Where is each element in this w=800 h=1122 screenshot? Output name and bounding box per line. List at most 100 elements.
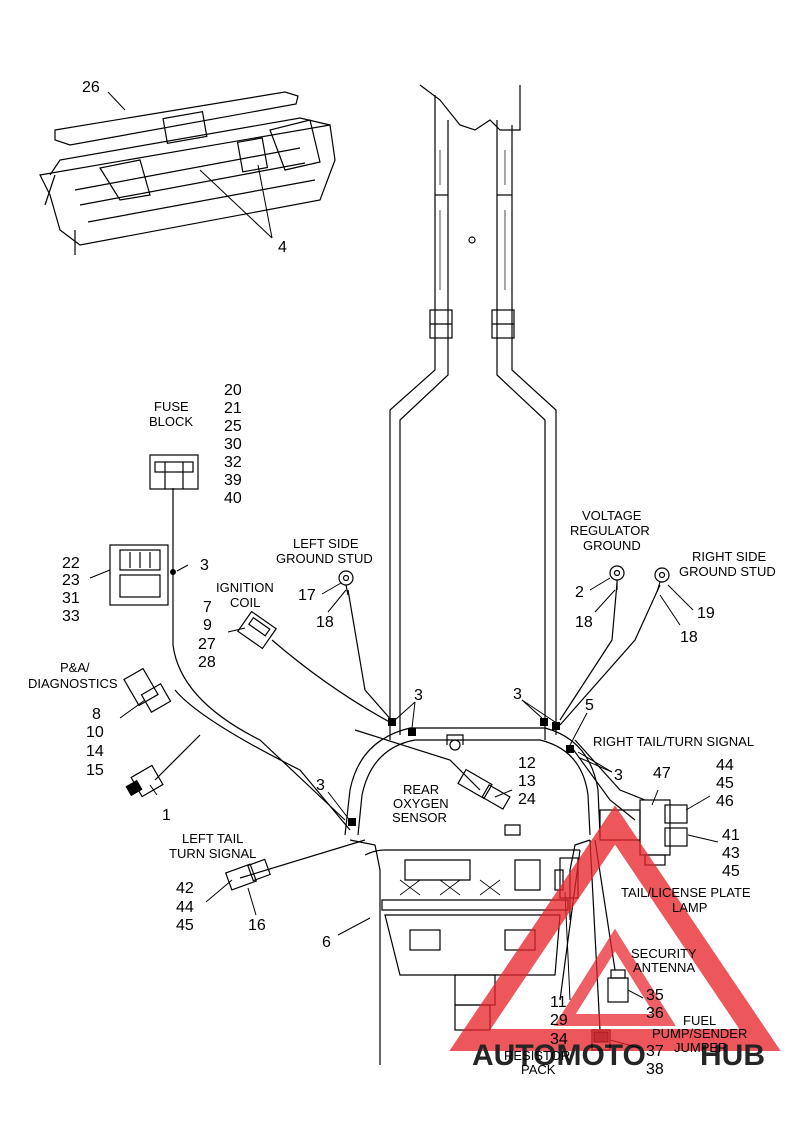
right-tail-turn-label: RIGHT TAIL/TURN SIGNAL xyxy=(593,734,754,749)
svg-text:ANTENNA: ANTENNA xyxy=(633,960,695,975)
callout-3-right: 3 xyxy=(614,767,623,784)
svg-text:DIAGNOSTICS: DIAGNOSTICS xyxy=(28,676,118,691)
right-side-ground-stud-label: RIGHT SIDE GROUND STUD xyxy=(679,549,776,579)
left-side-ground-stud-label: LEFT SIDE GROUND STUD xyxy=(276,536,373,566)
voltage-regulator-ground-label: VOLTAGE REGULATOR GROUND xyxy=(570,508,650,553)
callout-16: 16 xyxy=(248,917,266,934)
left-tail-turn-connector xyxy=(224,858,271,891)
callout-3-top-left: 3 xyxy=(414,687,423,704)
fuse-block-bracket xyxy=(39,91,336,255)
oxygen-sensor-numbers: 12 13 24 xyxy=(518,755,536,808)
right-side-ground-stud xyxy=(654,567,670,593)
diag-connector-1 xyxy=(125,764,164,798)
svg-text:SENSOR: SENSOR xyxy=(392,810,447,825)
rear-oxygen-sensor-label: REAR OXYGEN SENSOR xyxy=(392,782,449,825)
ignition-coil-label: IGNITION COIL xyxy=(216,580,274,610)
fuse-block-connector xyxy=(149,454,199,490)
svg-text:45: 45 xyxy=(716,775,734,792)
svg-text:45: 45 xyxy=(176,917,194,934)
svg-text:43: 43 xyxy=(722,845,740,862)
svg-text:35: 35 xyxy=(646,987,664,1004)
left-tail-numbers: 42 44 45 xyxy=(176,880,194,934)
svg-text:41: 41 xyxy=(722,827,740,844)
fuel-pump-numbers: 37 38 xyxy=(646,1043,664,1078)
svg-text:22: 22 xyxy=(62,555,80,572)
callout-19: 19 xyxy=(697,605,715,622)
svg-text:RIGHT SIDE: RIGHT SIDE xyxy=(692,549,766,564)
watermark-text-gray: HUB xyxy=(700,1039,765,1072)
fuse-block-label: FUSE BLOCK xyxy=(149,399,193,429)
callout-3-top-right: 3 xyxy=(513,686,522,703)
callout-2: 2 xyxy=(575,584,584,601)
svg-text:LEFT TAIL: LEFT TAIL xyxy=(182,831,243,846)
security-antenna-connector xyxy=(607,969,629,1003)
svg-text:8: 8 xyxy=(92,706,101,723)
pa-diagnostics-numbers: 8 10 14 15 xyxy=(86,706,104,779)
callout-17: 17 xyxy=(298,587,316,604)
left-box-connector xyxy=(109,544,169,606)
svg-text:32: 32 xyxy=(224,454,242,471)
callout-18-left: 18 xyxy=(316,614,334,631)
svg-text:LEFT SIDE: LEFT SIDE xyxy=(293,536,359,551)
left-side-ground-stud xyxy=(338,570,354,596)
svg-text:25: 25 xyxy=(224,418,242,435)
svg-text:TAIL/LICENSE PLATE: TAIL/LICENSE PLATE xyxy=(621,885,751,900)
pa-diagnostics-connector xyxy=(123,667,172,713)
svg-text:33: 33 xyxy=(62,608,80,625)
security-antenna-numbers: 35 36 xyxy=(646,987,664,1022)
svg-text:FUSE: FUSE xyxy=(154,399,189,414)
callout-18-vr: 18 xyxy=(575,614,593,631)
fuse-block-numbers: 20 21 25 30 32 39 40 xyxy=(224,382,242,507)
svg-text:SECURITY: SECURITY xyxy=(631,946,697,961)
tail-license-plate-lamp-label: TAIL/LICENSE PLATE LAMP xyxy=(621,885,751,915)
ignition-coil-connector xyxy=(236,610,278,650)
svg-text:JUMPER: JUMPER xyxy=(674,1040,727,1055)
left-box-numbers: 22 23 31 33 xyxy=(62,555,80,625)
svg-text:12: 12 xyxy=(518,755,536,772)
resistor-pack-label: RESISTOR PACK xyxy=(504,1048,570,1077)
callout-47: 47 xyxy=(653,765,671,782)
svg-text:14: 14 xyxy=(86,743,104,760)
svg-text:GROUND STUD: GROUND STUD xyxy=(276,551,373,566)
callout-4: 4 xyxy=(278,239,287,256)
svg-text:24: 24 xyxy=(518,791,536,808)
security-antenna-label: SECURITY ANTENNA xyxy=(631,946,697,975)
left-tail-turn-label: LEFT TAIL TURN SIGNAL xyxy=(169,831,256,861)
svg-text:44: 44 xyxy=(176,899,194,916)
svg-text:21: 21 xyxy=(224,400,242,417)
svg-text:40: 40 xyxy=(224,490,242,507)
svg-text:30: 30 xyxy=(224,436,242,453)
callout-3-fuse: 3 xyxy=(200,557,209,574)
callout-5: 5 xyxy=(585,697,594,714)
right-tail-numbers-a: 44 45 46 xyxy=(716,757,734,810)
callout-6: 6 xyxy=(322,934,331,951)
right-tail-numbers-b: 41 43 45 xyxy=(722,827,740,880)
callout-3-left: 3 xyxy=(316,777,325,794)
callout-18-right: 18 xyxy=(680,629,698,646)
svg-text:OXYGEN: OXYGEN xyxy=(393,796,449,811)
svg-text:REAR: REAR xyxy=(403,782,439,797)
svg-text:BLOCK: BLOCK xyxy=(149,414,193,429)
svg-text:23: 23 xyxy=(62,572,80,589)
svg-text:29: 29 xyxy=(550,1012,568,1029)
svg-text:11: 11 xyxy=(550,994,567,1011)
frame-rails xyxy=(389,84,557,740)
svg-text:COIL: COIL xyxy=(230,595,260,610)
svg-text:27: 27 xyxy=(198,636,216,653)
svg-text:37: 37 xyxy=(646,1043,664,1060)
svg-text:TURN SIGNAL: TURN SIGNAL xyxy=(169,846,256,861)
ground-ring-3-fuse xyxy=(170,569,176,575)
callout-1: 1 xyxy=(162,807,171,824)
bracket-leader-lines xyxy=(107,91,273,239)
wire-clips xyxy=(348,718,574,826)
svg-text:FUEL: FUEL xyxy=(683,1013,716,1028)
svg-text:IGNITION: IGNITION xyxy=(216,580,274,595)
svg-text:31: 31 xyxy=(62,590,80,607)
svg-text:34: 34 xyxy=(550,1031,568,1048)
svg-text:39: 39 xyxy=(224,472,242,489)
svg-text:38: 38 xyxy=(646,1061,664,1078)
watermark-logo: AUTOMOTO HUB xyxy=(449,805,781,1072)
svg-text:13: 13 xyxy=(518,773,536,790)
